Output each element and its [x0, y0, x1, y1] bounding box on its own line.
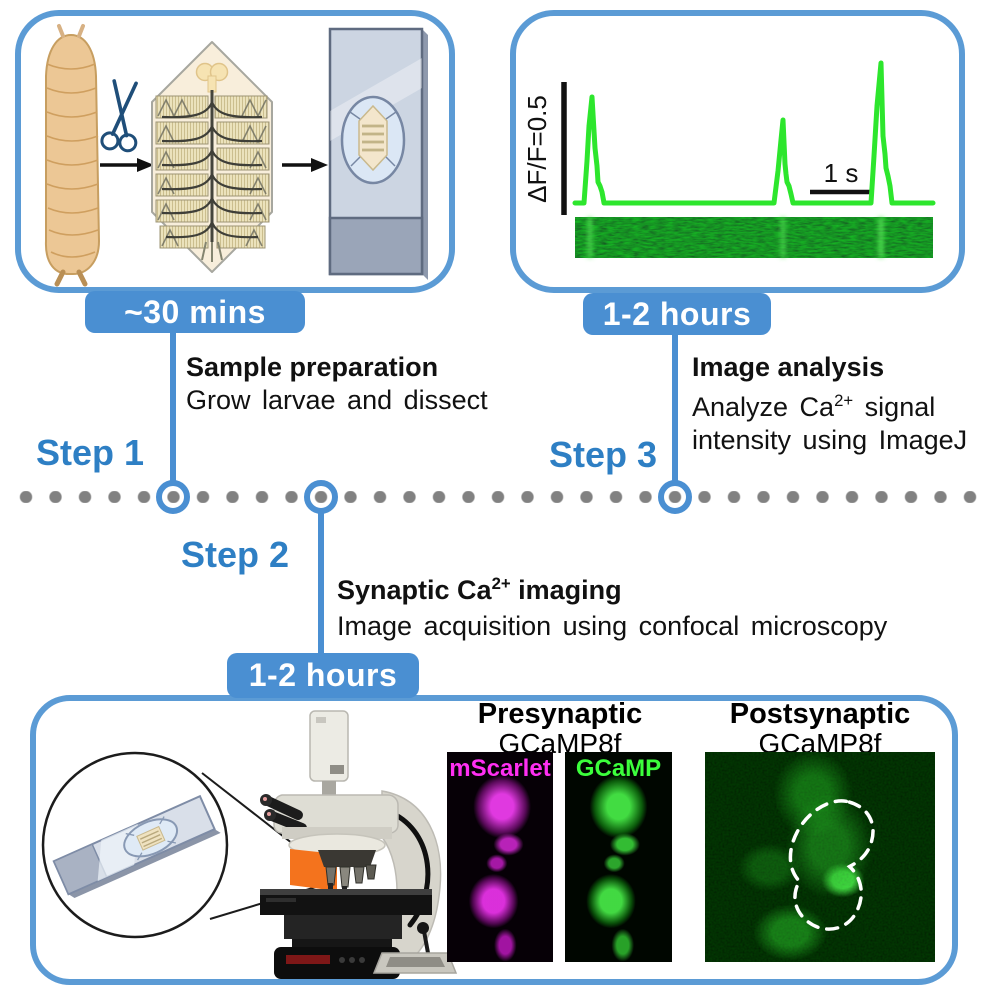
postsynaptic-image-overlay: [705, 752, 935, 962]
dissected-larva-illustration: [151, 41, 273, 273]
step2-text: Synaptic Ca2+ imaging Image acquisition …: [337, 566, 887, 644]
slide-callout: [41, 751, 321, 939]
gcamp-channel-label: GCaMP: [575, 755, 662, 782]
dff-scale-label: ΔF/F=0.5: [522, 95, 552, 203]
step3-title: Image analysis: [692, 352, 885, 382]
step1-connector-line: [170, 330, 176, 481]
confocal-setup-illustration: [41, 710, 458, 979]
arrow-right-icon: [282, 158, 328, 172]
postsynaptic-label-block: Postsynaptic GCaMP8f: [705, 698, 935, 759]
time-scale-label: 1 s: [824, 158, 859, 188]
roi-dashed-outline: [788, 799, 875, 931]
presynaptic-label-block: Presynaptic GCaMP8f: [444, 698, 676, 759]
timeline-ring-step2: [304, 480, 338, 514]
timeline-ring-step3: [658, 480, 692, 514]
scissors-icon: [100, 79, 138, 153]
microscope-illustration: [260, 710, 458, 979]
step3-description-line2: intensity using ImageJ: [692, 425, 968, 455]
calcium-trace-line: [572, 60, 936, 206]
step3-connector-line: [672, 333, 678, 481]
step3-description-line1: Analyze Ca2+ signal: [692, 391, 936, 422]
kymograph-image: [575, 217, 933, 258]
step3-text: Image analysis Analyze Ca2+ signal inten…: [692, 351, 967, 457]
step2-label: Step 2: [181, 534, 290, 575]
postsynaptic-image: [705, 752, 935, 962]
mscarlet-image: mScarlet: [447, 752, 553, 962]
arrow-right-icon: [100, 158, 154, 172]
presynaptic-title: Presynaptic: [477, 698, 643, 730]
step2-description: Image acquisition using confocal microsc…: [337, 611, 888, 641]
slide-in-circle: [52, 794, 221, 899]
step2-title: Synaptic Ca2+ imaging: [337, 574, 622, 605]
timeline-dots: [19, 491, 977, 503]
step2-connector-line: [318, 513, 324, 654]
step1-title: Sample preparation: [186, 352, 439, 382]
panel-sample-prep: [15, 10, 455, 293]
mscarlet-channel-label: mScarlet: [449, 755, 551, 782]
calcium-trace-figure: ΔF/F=0.5 1 s: [522, 60, 936, 258]
gcamp-image: GCaMP: [565, 752, 672, 962]
badge-1-2-hours-analysis: 1-2 hours: [583, 293, 771, 335]
step1-description: Grow larvae and dissect: [186, 385, 488, 415]
badge-30-mins: ~30 mins: [85, 291, 305, 333]
cns-illustration: [161, 62, 263, 262]
sample-prep-illustration: [44, 24, 428, 287]
step1-label: Step 1: [36, 432, 145, 473]
step1-text: Sample preparation Grow larvae and disse…: [186, 351, 488, 417]
microscope-slide-illustration: [328, 27, 428, 280]
panel-trace: ΔF/F=0.5 1 s: [510, 10, 965, 293]
postsynaptic-title: Postsynaptic: [729, 698, 911, 730]
step3-label: Step 3: [549, 434, 658, 475]
badge-1-2-hours-imaging: 1-2 hours: [227, 653, 419, 698]
timeline-ring-step1: [156, 480, 190, 514]
larva-illustration: [44, 24, 101, 287]
mounted-specimen: [349, 104, 397, 172]
